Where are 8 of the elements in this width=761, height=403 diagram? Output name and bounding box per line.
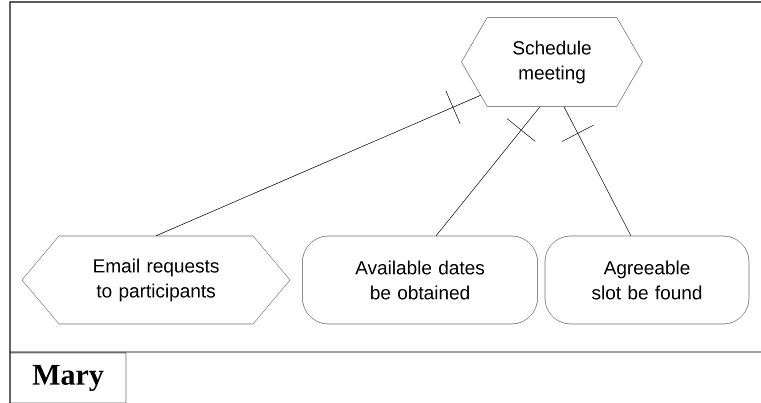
actor-name-box: Mary [10,352,126,403]
task-hexagon: Schedule meeting [461,17,643,107]
decomposition-link [156,95,481,236]
goal-box: Available dates be obtained [302,236,538,324]
task-hexagon: Email requests to participants [22,236,290,324]
decomposition-link [436,106,540,236]
goal-box: Agreeable slot be found [544,236,750,324]
decomposition-link [564,106,632,236]
